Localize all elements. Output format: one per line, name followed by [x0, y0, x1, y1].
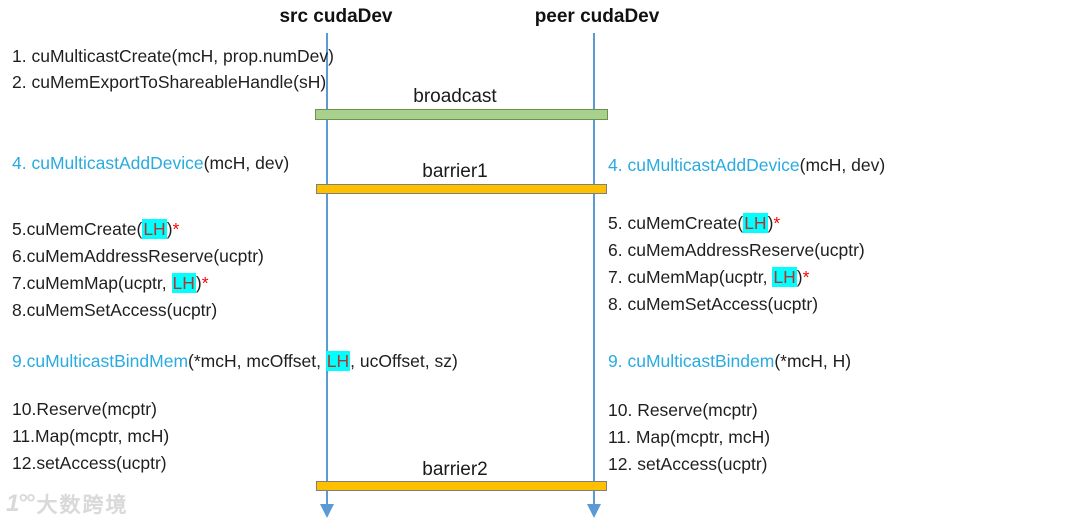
- barrier2-label: barrier2: [422, 459, 488, 480]
- barrier2-bar: [316, 481, 607, 491]
- broadcast-bar: [315, 109, 608, 120]
- api-call-line: 1. cuMulticastCreate(mcH, prop.numDev): [12, 46, 334, 66]
- src-arrow-down-icon: [320, 504, 334, 518]
- api-call-line: 8.cuMemSetAccess(ucptr): [12, 300, 218, 320]
- watermark: 1°° 大数跨境: [6, 489, 129, 519]
- api-call-line: 6. cuMemAddressReserve(ucptr): [608, 240, 865, 260]
- api-call-line: 5.cuMemCreate(LH)*: [12, 219, 180, 239]
- src-lifeline: [326, 33, 328, 506]
- api-call-line: 4. cuMulticastAddDevice(mcH, dev): [608, 155, 886, 175]
- api-call-line: 12. setAccess(ucptr): [608, 454, 768, 474]
- api-call-line: 9.cuMulticastBindMem(*mcH, mcOffset, LH,…: [12, 351, 458, 371]
- watermark-logo-icon: 1°°: [6, 490, 35, 517]
- barrier1-bar: [316, 184, 607, 194]
- api-call-line: 7. cuMemMap(ucptr, LH)*: [608, 267, 810, 287]
- api-call-line: 10. Reserve(mcptr): [608, 400, 758, 420]
- api-call-line: 12.setAccess(ucptr): [12, 453, 167, 473]
- api-call-line: 10.Reserve(mcptr): [12, 399, 157, 419]
- api-call-line: 2. cuMemExportToShareableHandle(sH): [12, 72, 327, 92]
- barrier1-label: barrier1: [422, 161, 488, 182]
- api-call-line: 11. Map(mcptr, mcH): [608, 427, 771, 447]
- peer-arrow-down-icon: [587, 504, 601, 518]
- api-call-line: 5. cuMemCreate(LH)*: [608, 213, 781, 233]
- broadcast-label: broadcast: [413, 86, 497, 107]
- peer-lifeline-title: peer cudaDev: [534, 6, 660, 27]
- api-call-line: 6.cuMemAddressReserve(ucptr): [12, 246, 264, 266]
- api-call-line: 9. cuMulticastBindem(*mcH, H): [608, 351, 852, 371]
- watermark-text: 大数跨境: [36, 494, 129, 517]
- api-call-line: 7.cuMemMap(ucptr, LH)*: [12, 273, 209, 293]
- api-call-line: 8. cuMemSetAccess(ucptr): [608, 294, 819, 314]
- api-call-line: 4. cuMulticastAddDevice(mcH, dev): [12, 153, 290, 173]
- src-lifeline-title: src cudaDev: [279, 6, 393, 27]
- peer-lifeline: [593, 33, 595, 506]
- api-call-line: 11.Map(mcptr, mcH): [12, 426, 170, 446]
